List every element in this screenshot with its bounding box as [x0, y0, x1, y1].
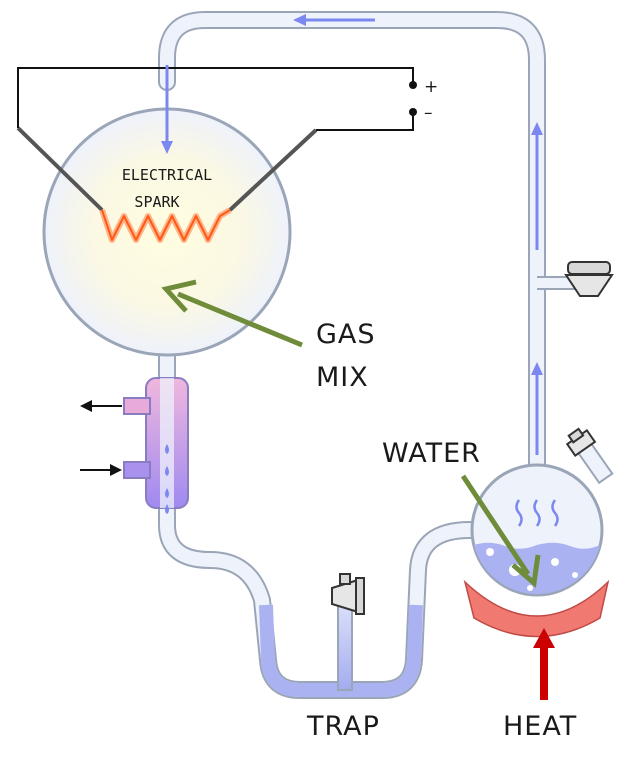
- trap-stopcock-handle: [355, 577, 365, 615]
- water-pointer-head: [511, 554, 541, 588]
- flow-arrow-right-upper-head: [531, 122, 543, 135]
- condenser-outlet-port: [123, 397, 151, 415]
- spark-label-line2: SPARK: [134, 193, 179, 211]
- gas-mix-label-line1: GAS: [316, 319, 376, 350]
- steam-wave: [533, 499, 541, 527]
- flask-side-stopper-top: [567, 427, 585, 444]
- bubble: [551, 558, 559, 566]
- positive-wire: [17, 67, 414, 128]
- electrical-wiring: + –: [17, 67, 438, 131]
- bubble: [486, 548, 494, 556]
- heater-mantle: [463, 579, 610, 638]
- plus-sign: +: [424, 77, 438, 97]
- coolant-in-arrow-head: [110, 464, 122, 476]
- coolant-out-arrow-head: [80, 400, 92, 412]
- droplet-icon: [165, 488, 169, 498]
- steam-wave: [515, 499, 523, 527]
- gas-mix-pointer-line: [177, 291, 303, 348]
- flow-arrow-down-head: [161, 141, 173, 154]
- flow-arrow-top-head: [293, 14, 306, 26]
- droplet-icon: [165, 466, 169, 476]
- gas-mix-label-line2: MIX: [316, 362, 369, 393]
- spark-zigzag-core: [101, 209, 231, 241]
- gas-mix-pointer: [161, 279, 303, 348]
- droplet-icon: [165, 504, 169, 514]
- flow-arrows: [161, 14, 543, 455]
- water-pointer: [460, 474, 541, 588]
- negative-terminal: [409, 108, 417, 116]
- gas-mix-pointer-head: [161, 279, 197, 313]
- water-pointer-line: [460, 474, 531, 576]
- steam-wave: [551, 499, 559, 527]
- condenser-inner-tube: [160, 378, 174, 508]
- minus-sign: –: [424, 103, 433, 123]
- bubble: [527, 585, 533, 591]
- right-stopcock-cap: [567, 261, 611, 275]
- heat-label: HEAT: [503, 711, 577, 742]
- condenser-inlet-port: [123, 461, 151, 479]
- heat-arrow-head: [533, 628, 555, 648]
- spark-label-line1: ELECTRICAL: [122, 166, 212, 184]
- bubble: [572, 572, 578, 578]
- droplet-icon: [165, 444, 169, 454]
- left-electrode: [16, 126, 104, 212]
- positive-terminal: [409, 81, 417, 89]
- lower-tubing-outline: [158, 491, 479, 699]
- trap-stopcock-top: [339, 573, 351, 585]
- heat-arrow: [533, 628, 555, 700]
- right-stopcock: [564, 261, 614, 297]
- trap-label: TRAP: [306, 711, 380, 742]
- spark-chamber: ELECTRICAL SPARK: [16, 107, 318, 357]
- right-stopcock-body: [564, 274, 614, 297]
- flow-arrow-right-lower-head: [531, 362, 543, 375]
- water-label: WATER: [382, 438, 481, 469]
- heat-arrow-shaft: [540, 645, 548, 700]
- negative-wire: [316, 112, 414, 131]
- condenser: [80, 377, 189, 514]
- trap-stopcock: [331, 573, 365, 615]
- right-electrode: [228, 128, 318, 212]
